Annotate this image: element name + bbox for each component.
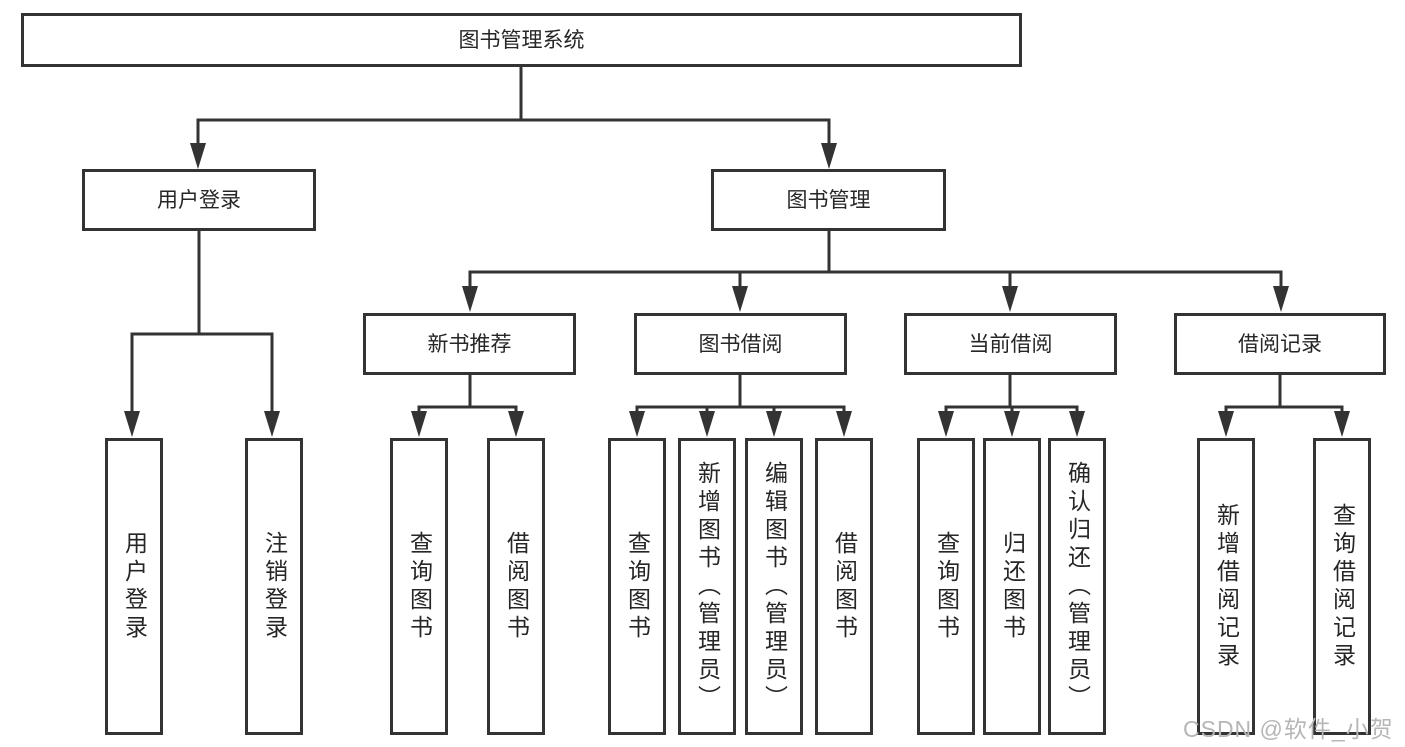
diagram-node-book-borrow: 图书借阅 bbox=[634, 313, 847, 375]
arrowhead-icon bbox=[836, 411, 852, 437]
diagram-node-label-leaf-query-book-1: 查询图书 bbox=[406, 530, 433, 643]
diagram-node-leaf-return-book: 归还图书 bbox=[983, 438, 1041, 735]
diagram-node-label-leaf-return-book: 归还图书 bbox=[999, 530, 1026, 643]
diagram-node-label-leaf-query-book-2: 查询图书 bbox=[624, 530, 651, 643]
arrowhead-icon bbox=[1002, 286, 1018, 312]
arrowhead-icon bbox=[508, 411, 524, 437]
diagram-node-label-leaf-query-borrow-record: 查询借阅记录 bbox=[1329, 502, 1356, 671]
diagram-node-label-new-book-recommend: 新书推荐 bbox=[427, 332, 512, 356]
diagram-node-label-leaf-query-book-3: 查询图书 bbox=[933, 530, 960, 643]
diagram-node-borrow-records: 借阅记录 bbox=[1174, 313, 1386, 375]
diagram-node-current-borrow: 当前借阅 bbox=[904, 313, 1117, 375]
diagram-node-leaf-borrow-book-1: 借阅图书 bbox=[487, 438, 545, 735]
watermark: CSDN @软件_小贺同学 bbox=[1183, 716, 1394, 742]
diagram-node-leaf-add-borrow-record: 新增借阅记录 bbox=[1197, 438, 1255, 735]
diagram-node-leaf-add-book-admin: 新增图书（管理员） bbox=[678, 438, 736, 735]
diagram-node-label-leaf-edit-book-admin: 编辑图书（管理员） bbox=[761, 460, 788, 713]
arrowhead-icon bbox=[124, 411, 140, 437]
diagram-node-leaf-user-login: 用户登录 bbox=[105, 438, 163, 735]
arrowhead-icon bbox=[699, 411, 715, 437]
diagram-node-leaf-query-book-2: 查询图书 bbox=[608, 438, 666, 735]
diagram-node-label-leaf-add-book-admin: 新增图书（管理员） bbox=[694, 460, 721, 713]
arrowhead-icon bbox=[1334, 411, 1350, 437]
diagram-node-leaf-logout: 注销登录 bbox=[245, 438, 303, 735]
arrowhead-icon bbox=[821, 143, 837, 169]
arrowhead-icon bbox=[766, 411, 782, 437]
arrowhead-icon bbox=[462, 286, 478, 312]
diagram-node-label-leaf-confirm-return-admin: 确认归还（管理员） bbox=[1064, 460, 1091, 713]
arrowhead-icon bbox=[1218, 411, 1234, 437]
diagram-node-label-leaf-borrow-book-2: 借阅图书 bbox=[831, 530, 858, 643]
arrowhead-icon bbox=[732, 286, 748, 312]
diagram-node-leaf-edit-book-admin: 编辑图书（管理员） bbox=[745, 438, 803, 735]
arrowhead-icon bbox=[1004, 411, 1020, 437]
arrowhead-icon bbox=[1069, 411, 1085, 437]
diagram-node-label-leaf-borrow-book-1: 借阅图书 bbox=[503, 530, 530, 643]
diagram-node-leaf-borrow-book-2: 借阅图书 bbox=[815, 438, 873, 735]
diagram-node-label-current-borrow: 当前借阅 bbox=[968, 332, 1053, 356]
arrowhead-icon bbox=[629, 411, 645, 437]
arrowhead-icon bbox=[190, 143, 206, 169]
diagram-node-leaf-query-book-1: 查询图书 bbox=[390, 438, 448, 735]
diagram-node-new-book-recommend: 新书推荐 bbox=[363, 313, 576, 375]
arrowhead-icon bbox=[938, 411, 954, 437]
diagram-node-label-leaf-logout: 注销登录 bbox=[261, 530, 288, 643]
diagram-node-label-user-login: 用户登录 bbox=[157, 188, 241, 212]
diagram-node-root: 图书管理系统 bbox=[21, 13, 1022, 67]
diagram-node-label-root: 图书管理系统 bbox=[458, 28, 585, 52]
diagram-node-label-book-borrow: 图书借阅 bbox=[698, 332, 783, 356]
diagram-node-label-borrow-records: 借阅记录 bbox=[1238, 332, 1322, 356]
diagram-node-label-leaf-add-borrow-record: 新增借阅记录 bbox=[1213, 502, 1240, 671]
diagram-node-book-management: 图书管理 bbox=[711, 169, 946, 231]
arrowhead-icon bbox=[1273, 286, 1289, 312]
diagram-node-user-login: 用户登录 bbox=[82, 169, 316, 231]
arrowhead-icon bbox=[411, 411, 427, 437]
diagram-node-label-book-management: 图书管理 bbox=[786, 188, 871, 212]
arrowhead-icon bbox=[264, 411, 280, 437]
diagram-node-leaf-query-borrow-record: 查询借阅记录 bbox=[1313, 438, 1371, 735]
diagram-node-label-leaf-user-login: 用户登录 bbox=[121, 530, 148, 643]
diagram-node-leaf-query-book-3: 查询图书 bbox=[917, 438, 975, 735]
diagram-node-leaf-confirm-return-admin: 确认归还（管理员） bbox=[1048, 438, 1106, 735]
